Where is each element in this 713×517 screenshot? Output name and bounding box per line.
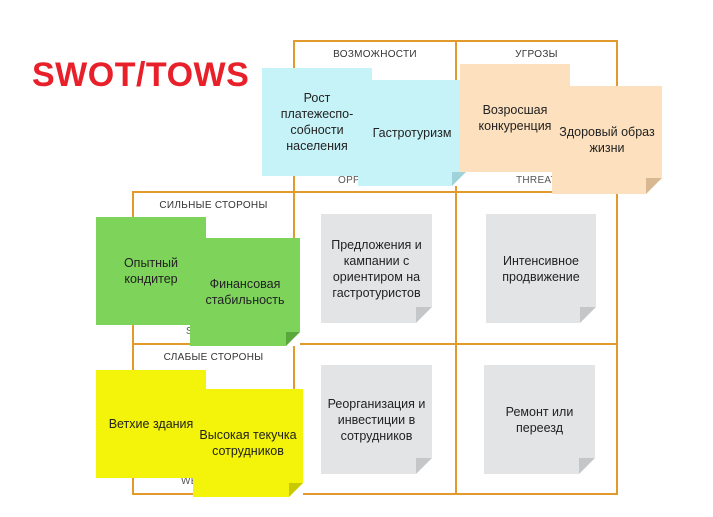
grid-line-right bbox=[616, 40, 618, 495]
weakness-note: Высокая текучка сотрудников bbox=[193, 389, 303, 497]
fold-corner bbox=[416, 458, 432, 474]
strategy-wt-text: Ремонт или переезд bbox=[505, 404, 574, 435]
label-threats-en: THREAT bbox=[516, 175, 558, 186]
strength-note-text: Финансовая стабильность bbox=[205, 277, 285, 307]
weakness-note-text: Ветхие здания bbox=[108, 417, 194, 431]
fold-corner bbox=[580, 307, 596, 323]
fold-corner bbox=[579, 458, 595, 474]
threat-note-text: Здоровый образ жизни bbox=[559, 125, 655, 155]
grid-line-col2 bbox=[455, 40, 457, 495]
strength-note: Финансовая стабильность bbox=[190, 238, 300, 346]
diagram-title: SWOT/TOWS bbox=[32, 56, 250, 94]
strategy-note-wo: Реорганизация и инвестиции в сотрудников bbox=[321, 365, 432, 474]
weakness-note: Ветхие здания bbox=[96, 370, 206, 478]
strategy-note-so: Предложения и кампании с ориентиром на г… bbox=[321, 214, 432, 323]
header-strengths: СИЛЬНЫЕ СТОРОНЫ bbox=[159, 200, 268, 211]
fold-corner bbox=[452, 172, 466, 186]
opportunity-note: Гастротуризм bbox=[358, 80, 466, 186]
strategy-note-st: Интенсивное продвижение bbox=[486, 214, 596, 323]
fold-corner bbox=[289, 483, 303, 497]
strategy-so-text: Предложения и кампании с ориентиром на г… bbox=[331, 237, 422, 300]
opportunity-note-text: Рост платежеспо-собности населения bbox=[280, 91, 354, 153]
threat-note: Здоровый образ жизни bbox=[552, 86, 662, 194]
grid-line-left bbox=[132, 191, 134, 495]
header-threats: УГРОЗЫ bbox=[515, 49, 558, 60]
grid-line-bottom bbox=[132, 493, 618, 495]
label-strengths-en: S bbox=[186, 326, 193, 337]
grid-line-header-row bbox=[132, 191, 618, 193]
weakness-note-text: Высокая текучка сотрудников bbox=[199, 428, 297, 458]
header-opportunities: ВОЗМОЖНОСТИ bbox=[333, 49, 417, 60]
grid-line-middle bbox=[132, 343, 618, 345]
threat-note-text: Возросшая конкуренция bbox=[478, 103, 552, 133]
strategy-wo-text: Реорганизация и инвестиции в сотрудников bbox=[327, 396, 426, 443]
label-weaknesses-en: WE bbox=[181, 476, 198, 487]
label-opportunities-en: OPPO bbox=[338, 175, 369, 186]
strategy-st-text: Интенсивное продвижение bbox=[502, 253, 580, 284]
header-weaknesses: СЛАБЫЕ СТОРОНЫ bbox=[163, 352, 264, 363]
opportunity-note: Рост платежеспо-собности населения bbox=[262, 68, 372, 176]
strength-note: Опытный кондитер bbox=[96, 217, 206, 325]
fold-corner bbox=[416, 307, 432, 323]
strength-note-text: Опытный кондитер bbox=[123, 256, 179, 286]
strategy-note-wt: Ремонт или переезд bbox=[484, 365, 595, 474]
fold-corner bbox=[646, 178, 662, 194]
fold-corner bbox=[286, 332, 300, 346]
opportunity-note-text: Гастротуризм bbox=[372, 126, 452, 140]
